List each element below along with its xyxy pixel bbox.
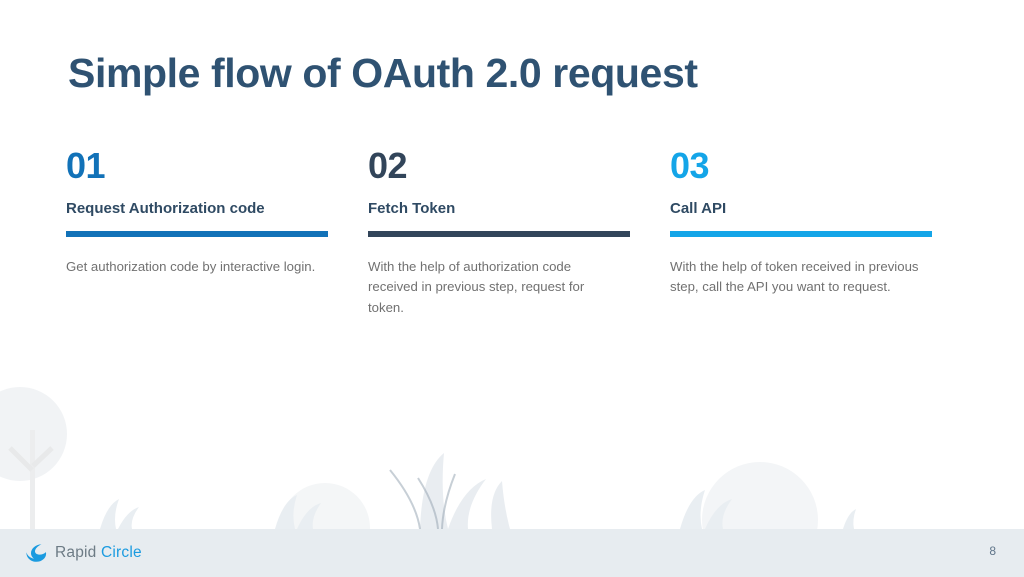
step-rule-2 <box>368 231 630 237</box>
slide-footer: Rapid Circle 8 <box>0 529 1024 577</box>
step-card-3: 03 Call API With the help of token recei… <box>670 148 932 318</box>
step-body-1: Get authorization code by interactive lo… <box>66 259 316 274</box>
steps-row: 01 Request Authorization code Get author… <box>66 148 966 318</box>
step-card-2: 02 Fetch Token With the help of authoriz… <box>368 148 630 318</box>
logo-circle-text: Circle <box>101 544 142 561</box>
page-number: 8 <box>989 544 996 558</box>
step-heading-3: Call API <box>670 200 727 217</box>
step-heading-2: Fetch Token <box>368 200 456 217</box>
logo-rapid-text: Rapid <box>55 544 97 561</box>
step-heading-1: Request Authorization code <box>66 200 265 217</box>
step-number-2: 02 <box>368 145 408 186</box>
foliage-silhouette-icon <box>100 490 856 529</box>
step-rule-3 <box>670 231 932 237</box>
step-body-3: With the help of token received in previ… <box>670 259 919 295</box>
grass-silhouette-icon <box>389 469 456 530</box>
step-number-3: 03 <box>670 145 710 186</box>
tree-silhouette-icon <box>0 387 67 530</box>
step-rule-1 <box>66 231 328 237</box>
crescent-swoosh-icon <box>26 544 47 562</box>
step-number-1: 01 <box>66 145 106 186</box>
leaf-cluster-icon <box>420 453 510 529</box>
step-body-2: With the help of authorization code rece… <box>368 259 585 315</box>
logo-wordmark: Rapid Circle <box>55 544 142 562</box>
brand-logo: Rapid Circle <box>24 541 142 565</box>
step-card-1: 01 Request Authorization code Get author… <box>66 148 328 318</box>
page-title: Simple flow of OAuth 2.0 request <box>68 50 698 96</box>
